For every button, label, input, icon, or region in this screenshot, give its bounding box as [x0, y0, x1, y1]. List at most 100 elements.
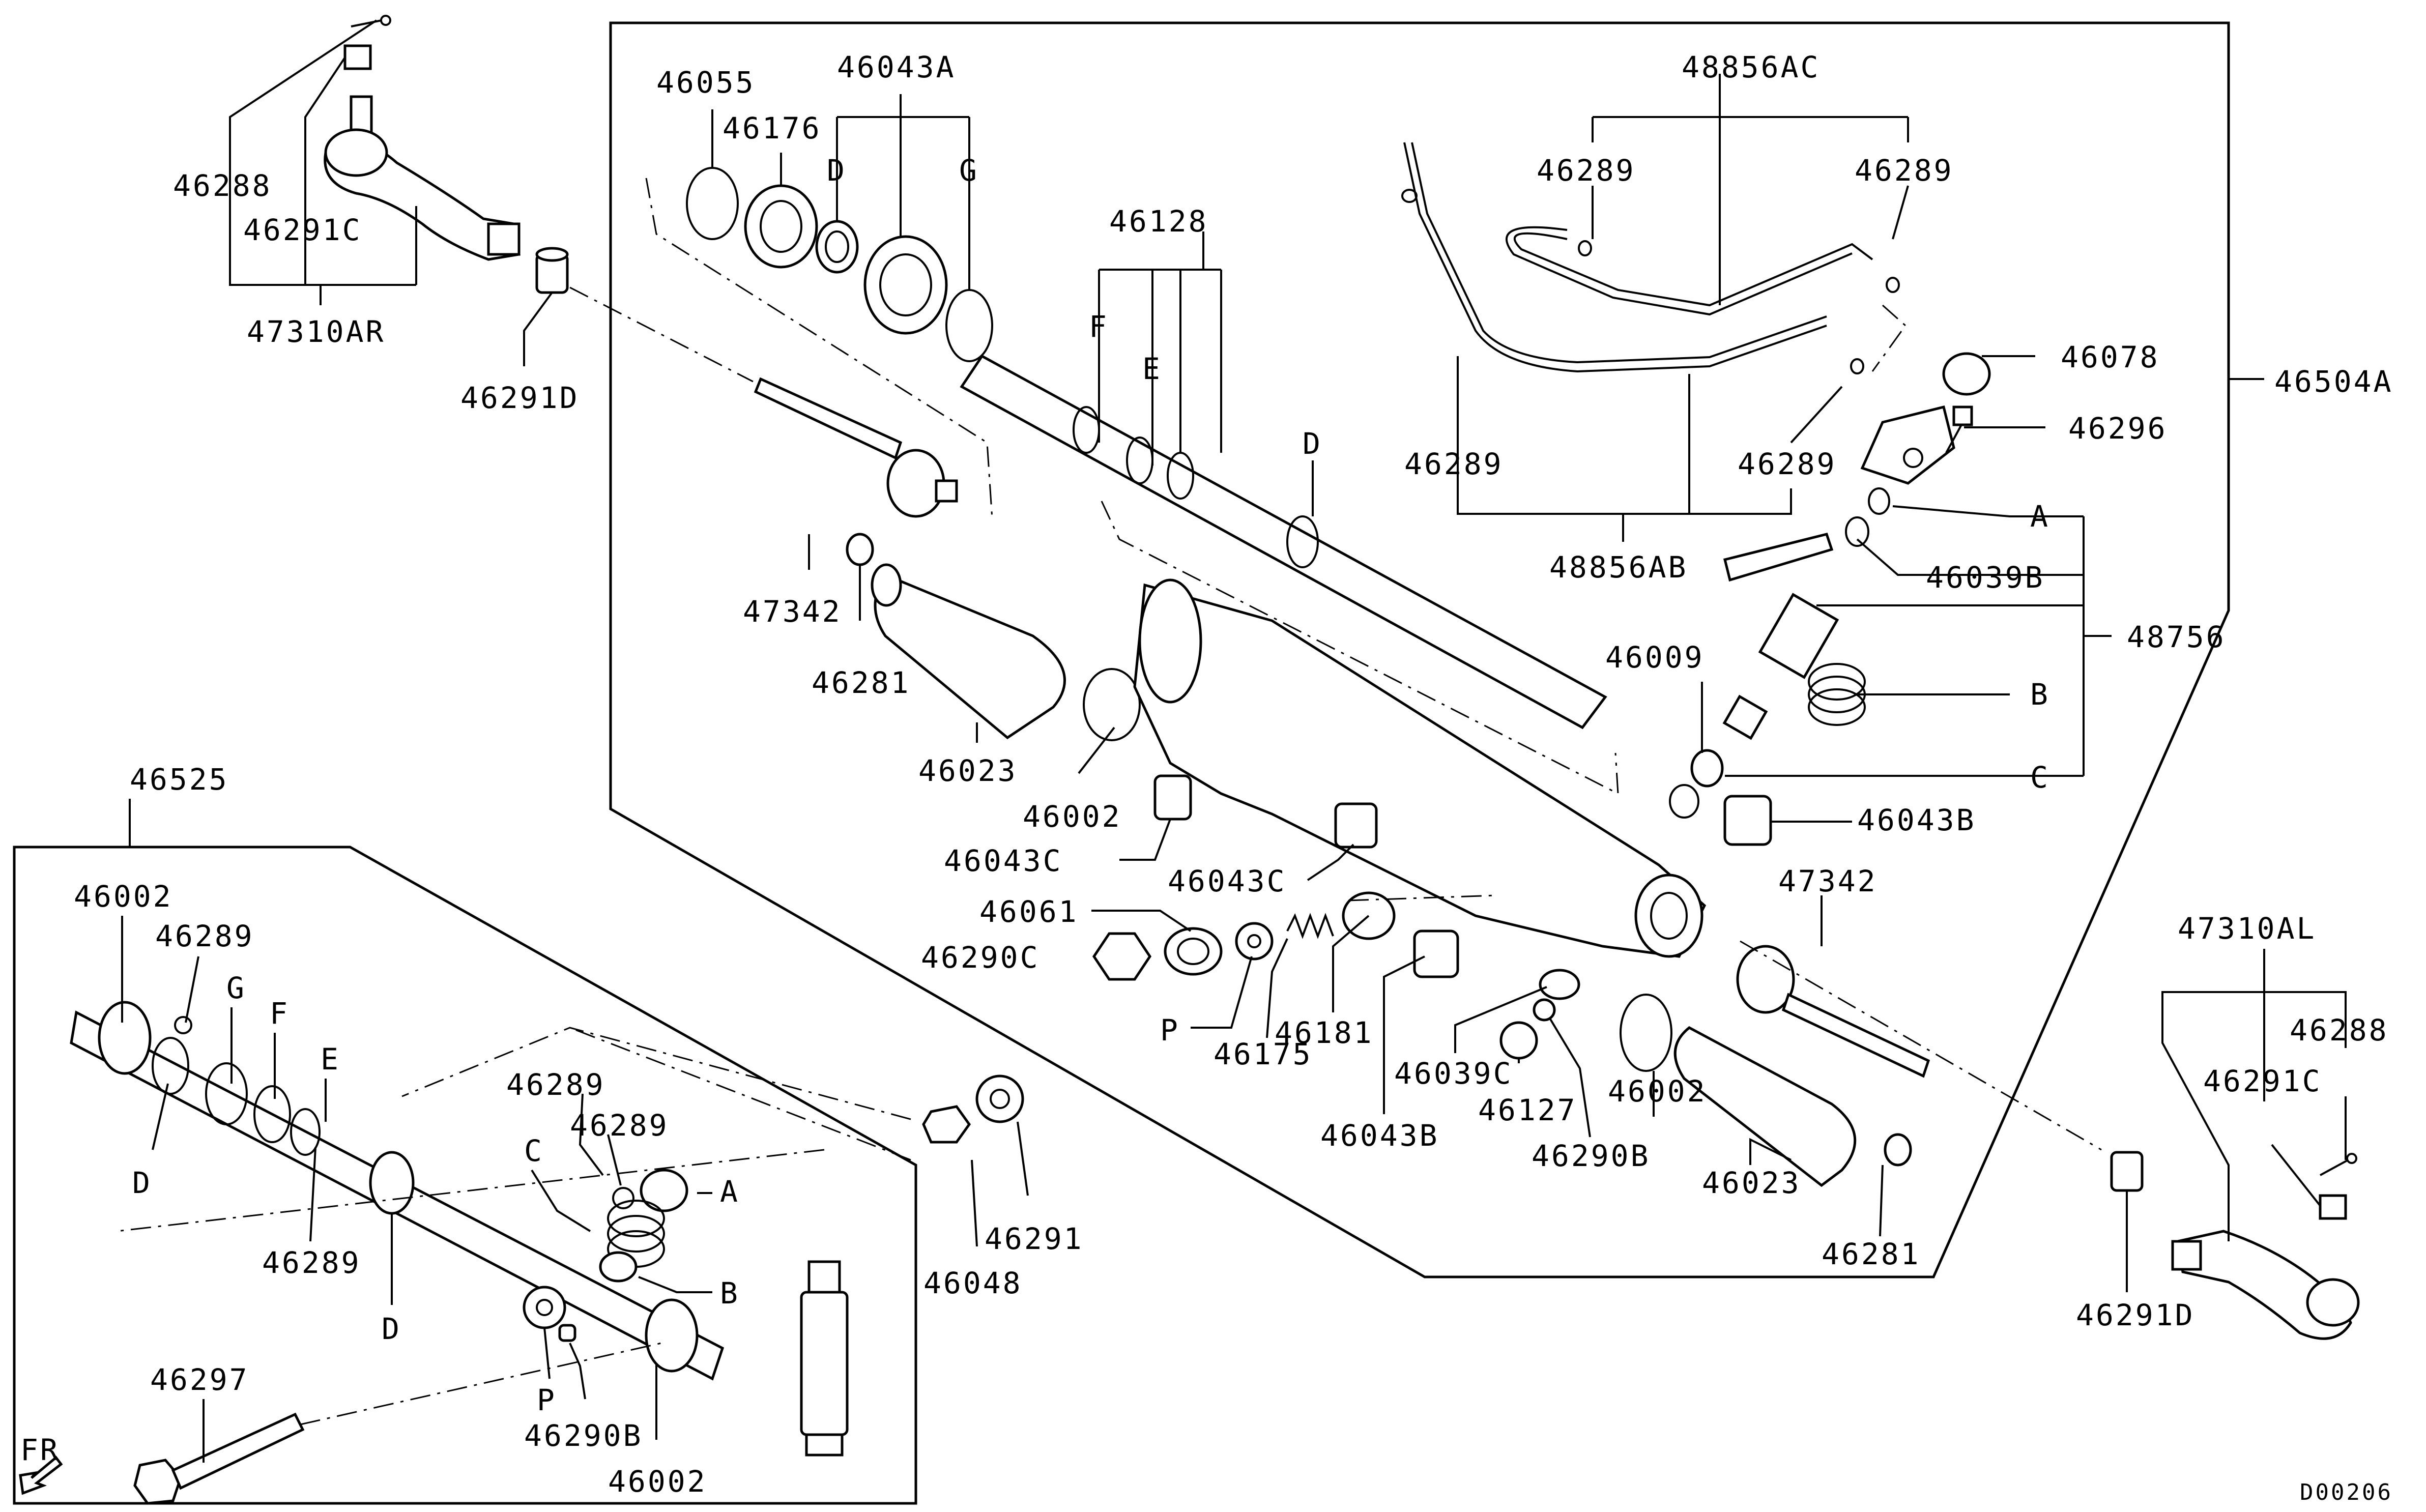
label-46043b-right: 46043B — [1857, 803, 1976, 837]
label-47310al: 47310AL — [2178, 911, 2316, 946]
label-46181: 46181 — [1275, 1015, 1374, 1050]
label-46128-e: E — [1142, 352, 1162, 386]
rack-guide-46061 — [1164, 927, 1223, 976]
adjusting-nut-46290c — [1092, 932, 1152, 981]
pressure-line-48856ac — [1505, 226, 1873, 316]
seal-46039c — [1539, 969, 1580, 1000]
bushing-46043a — [863, 235, 948, 335]
label-46296: 46296 — [2068, 411, 2168, 446]
label-46002-lower: 46002 — [1608, 1074, 1707, 1109]
label-kit-f: F — [270, 996, 290, 1031]
tie-rod-end-right — [2171, 1230, 2360, 1340]
label-46043a-g: G — [959, 153, 979, 188]
o-ring-g-top — [945, 289, 993, 362]
label-kit-d-right: D — [382, 1312, 401, 1346]
label-48856ab: 48856AB — [1549, 550, 1688, 585]
label-kit-d-left: D — [132, 1166, 152, 1200]
alignment-lines — [117, 178, 2102, 1426]
kit-washer-46048 — [922, 1105, 971, 1144]
label-46043b-bottom: 46043B — [1320, 1118, 1439, 1153]
label-kit-46048: 46048 — [923, 1266, 1023, 1300]
label-46175: 46175 — [1214, 1037, 1313, 1071]
label-kit-c: C — [524, 1133, 544, 1168]
label-46289-mid-left: 46289 — [1404, 447, 1504, 481]
cotter-pin-right — [2320, 1153, 2357, 1176]
valve-body — [1860, 405, 1955, 485]
label-46281-right: 46281 — [1822, 1237, 1921, 1271]
boot-band-46002-lower — [1620, 994, 1672, 1072]
seal-d-top — [815, 220, 859, 274]
boot-clamp-46281-left — [846, 533, 874, 566]
label-kit-e: E — [321, 1042, 340, 1077]
label-kit-p: P — [537, 1383, 557, 1417]
label-fr: FR — [20, 1433, 60, 1467]
mount-bushing-46043c-b — [1334, 802, 1378, 849]
label-46289-top-left: 46289 — [1537, 153, 1636, 188]
inner-tie-rod-right — [1736, 945, 1930, 1078]
label-kit-46002-top: 46002 — [74, 879, 173, 914]
part-labels: 46288 46291C 47310AR 46291D 46055 46176 … — [20, 50, 2393, 1505]
label-kit-46289-b: 46289 — [570, 1108, 669, 1143]
label-47310ar: 47310AR — [247, 314, 385, 349]
label-46127: 46127 — [1478, 1093, 1577, 1127]
label-46043c-mid: 46043C — [1168, 864, 1287, 898]
bushing-46176 — [744, 184, 818, 269]
label-washer-p: P — [1160, 1013, 1180, 1048]
steering-boot-left — [871, 563, 1066, 740]
label-48756-b: B — [2030, 677, 2050, 712]
castle-nut-right — [2319, 1194, 2347, 1220]
label-46043a: 46043A — [837, 50, 956, 84]
label-kit-46289-bottom: 46289 — [262, 1245, 361, 1280]
label-46128-d: D — [1303, 426, 1322, 461]
cap-46127 — [1499, 1021, 1538, 1060]
tie-rod-nut-left — [535, 247, 569, 294]
label-kit-46289-a: 46289 — [506, 1067, 605, 1102]
castle-nut-left — [343, 44, 372, 70]
label-46043c-left: 46043C — [944, 844, 1063, 878]
label-47342-right: 47342 — [1778, 864, 1878, 898]
cap-46078 — [1942, 352, 1991, 396]
kit-plug-46290b — [558, 1324, 576, 1342]
label-46061: 46061 — [979, 894, 1079, 929]
kit-grease-tube — [800, 1260, 849, 1457]
valve-spring-b — [1808, 663, 1866, 726]
leader-lines — [121, 19, 2347, 1463]
steering-gear-assembly-frame — [609, 21, 2230, 1278]
o-ring-a — [1868, 487, 1890, 515]
label-46039b: 46039B — [1926, 560, 2045, 595]
label-46039c: 46039C — [1394, 1056, 1513, 1091]
snap-ring-46055 — [686, 167, 739, 240]
label-46176: 46176 — [723, 111, 822, 146]
label-46002-upper: 46002 — [1023, 799, 1122, 834]
label-46504a: 46504A — [2274, 364, 2393, 399]
pressure-line-48856ab — [1403, 142, 1827, 373]
label-46525: 46525 — [130, 762, 229, 797]
mount-bushing-46043b-bottom — [1413, 929, 1459, 978]
label-47342-left: 47342 — [743, 594, 842, 629]
seal-c-46009 — [1669, 749, 1724, 819]
mount-bushing-46043c-a — [1153, 774, 1192, 821]
spring-46175 — [1286, 913, 1334, 939]
label-kit-46289-top: 46289 — [155, 919, 254, 953]
label-46291d-left: 46291D — [460, 381, 580, 415]
label-48856ac: 48856AC — [1682, 50, 1820, 84]
label-46043a-d: D — [827, 153, 847, 188]
label-46023-right: 46023 — [1702, 1166, 1801, 1200]
kit-o-ring-46289 — [174, 1016, 192, 1034]
label-46290c: 46290C — [921, 940, 1040, 975]
washer-p — [1235, 922, 1274, 961]
kit-washer-p — [523, 1286, 566, 1329]
label-46291c-left: 46291C — [243, 213, 362, 247]
tie-rod-nut-right — [2110, 1151, 2144, 1192]
kit-valve-parts — [599, 1169, 688, 1283]
label-46290b: 46290B — [1532, 1139, 1651, 1173]
label-46289-mid-right: 46289 — [1738, 447, 1837, 481]
repair-kit-frame — [13, 846, 917, 1505]
kit-nut-46291 — [975, 1074, 1024, 1123]
label-kit-a: A — [720, 1174, 740, 1209]
boot-band-46002-upper — [1083, 668, 1141, 741]
label-46023-left: 46023 — [918, 753, 1018, 788]
boot-clamp-46281-right — [1884, 1133, 1912, 1167]
